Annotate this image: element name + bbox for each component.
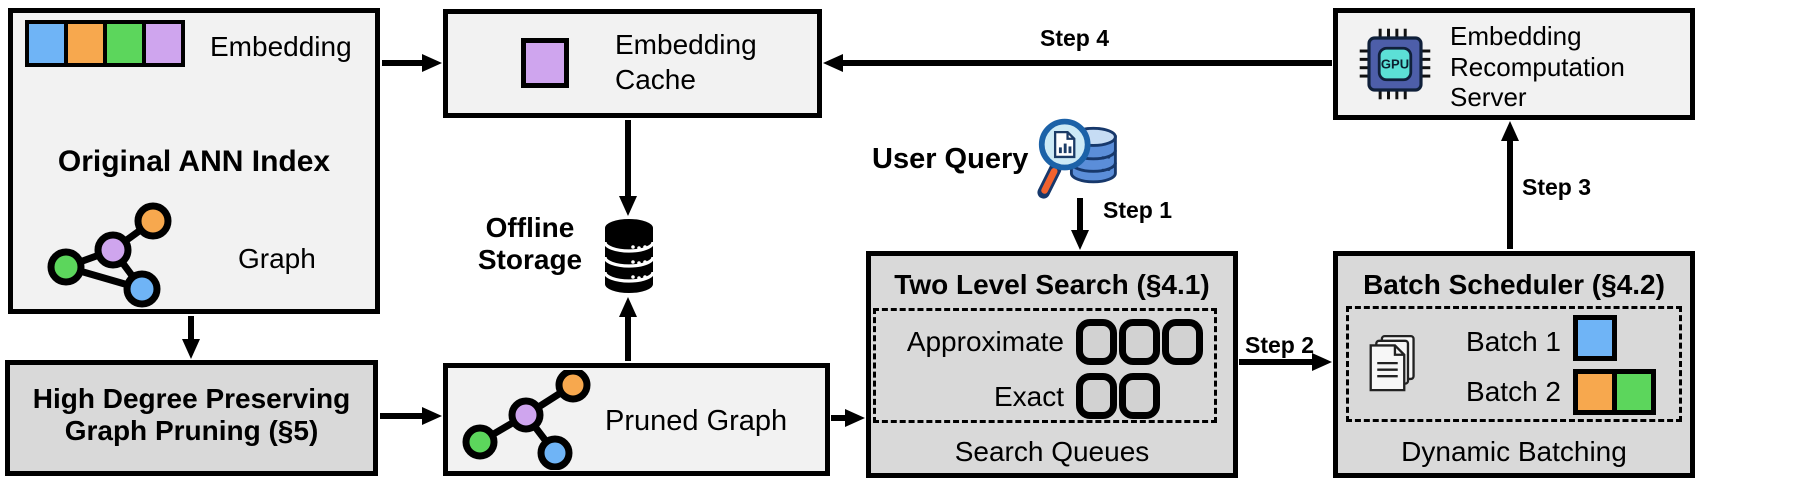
- documents-icon: [1369, 334, 1415, 392]
- exact-queue-icons: [1076, 373, 1162, 419]
- ann-index-title: Original ANN Index: [57, 145, 331, 178]
- queue-slot-icon: [1162, 319, 1203, 365]
- gpu-chip-text: GPU: [1381, 57, 1409, 72]
- approximate-queue-icons: [1076, 319, 1205, 365]
- queue-slot-icon: [1076, 319, 1117, 365]
- query-search-database-icon: [1037, 118, 1117, 199]
- embedding-cache-label: Embedding Cache: [615, 29, 757, 95]
- user-query-label: User Query: [872, 143, 1029, 175]
- step2-label: Step 2: [1245, 332, 1315, 358]
- recompute-server-label: Embedding Recomputation Server: [1450, 21, 1625, 113]
- batch-item-blue: [1573, 315, 1617, 361]
- queue-slot-icon: [1119, 373, 1160, 419]
- step3-label: Step 3: [1522, 174, 1592, 200]
- offline-storage-label: Offline Storage: [477, 212, 583, 276]
- embedding-chip-blue: [25, 20, 68, 67]
- embedding-label: Embedding: [210, 31, 352, 62]
- dynamic-batching-caption: Dynamic Batching: [1401, 436, 1627, 467]
- batch1-label: Batch 1: [1466, 326, 1561, 357]
- batch2-label: Batch 2: [1466, 376, 1561, 407]
- graph-pruning-box: High Degree Preserving Graph Pruning (§5…: [5, 360, 378, 476]
- queue-slot-icon: [1119, 319, 1160, 365]
- embedding-chip-orange: [64, 20, 107, 67]
- graph-pruning-label: High Degree Preserving Graph Pruning (§5…: [32, 383, 351, 447]
- graph-label: Graph: [238, 243, 316, 274]
- batch1-embedding-icons: [1573, 315, 1617, 361]
- dynamic-batching-panel: Batch 1 Batch 2: [1346, 306, 1682, 422]
- recompute-server-box: GPU Embedding Recomputation Server: [1333, 8, 1695, 120]
- exact-label: Exact: [993, 381, 1064, 412]
- embedding-chip-green: [103, 20, 146, 67]
- pruned-graph-box: Pruned Graph: [443, 363, 830, 476]
- batch-scheduler-box: Batch Scheduler (§4.2) Batch 1 Ba: [1333, 251, 1695, 478]
- database-icon: [603, 219, 655, 293]
- batch-item-orange: [1573, 369, 1617, 415]
- embedding-chip-purple: [142, 20, 185, 67]
- step1-label: Step 1: [1103, 197, 1173, 223]
- pruned-graph-label: Pruned Graph: [605, 405, 788, 437]
- queue-slot-icon: [1076, 373, 1117, 419]
- batch-item-green: [1612, 369, 1656, 415]
- search-queues-panel: Approximate Exact: [873, 308, 1217, 423]
- two-level-search-box: Two Level Search (§4.1) Approximate Exac…: [866, 251, 1238, 478]
- pruned-graph-icon: [462, 370, 591, 470]
- gpu-chip-icon: GPU: [1359, 28, 1431, 100]
- embedding-cache-box: Embedding Cache: [443, 9, 822, 118]
- search-queues-caption: Search Queues: [954, 436, 1150, 467]
- two-level-search-title: Two Level Search (§4.1): [894, 269, 1210, 300]
- batch-scheduler-title: Batch Scheduler (§4.2): [1363, 269, 1665, 300]
- original-ann-index-box: Embedding Original ANN Index Graph: [8, 8, 380, 314]
- approximate-label: Approximate: [906, 326, 1064, 357]
- cached-embedding-icon: [521, 38, 569, 88]
- batch2-embedding-icons: [1573, 369, 1656, 415]
- graph-icon: [47, 202, 172, 308]
- step4-label: Step 4: [1040, 25, 1110, 51]
- embedding-vector-icon: [25, 20, 185, 67]
